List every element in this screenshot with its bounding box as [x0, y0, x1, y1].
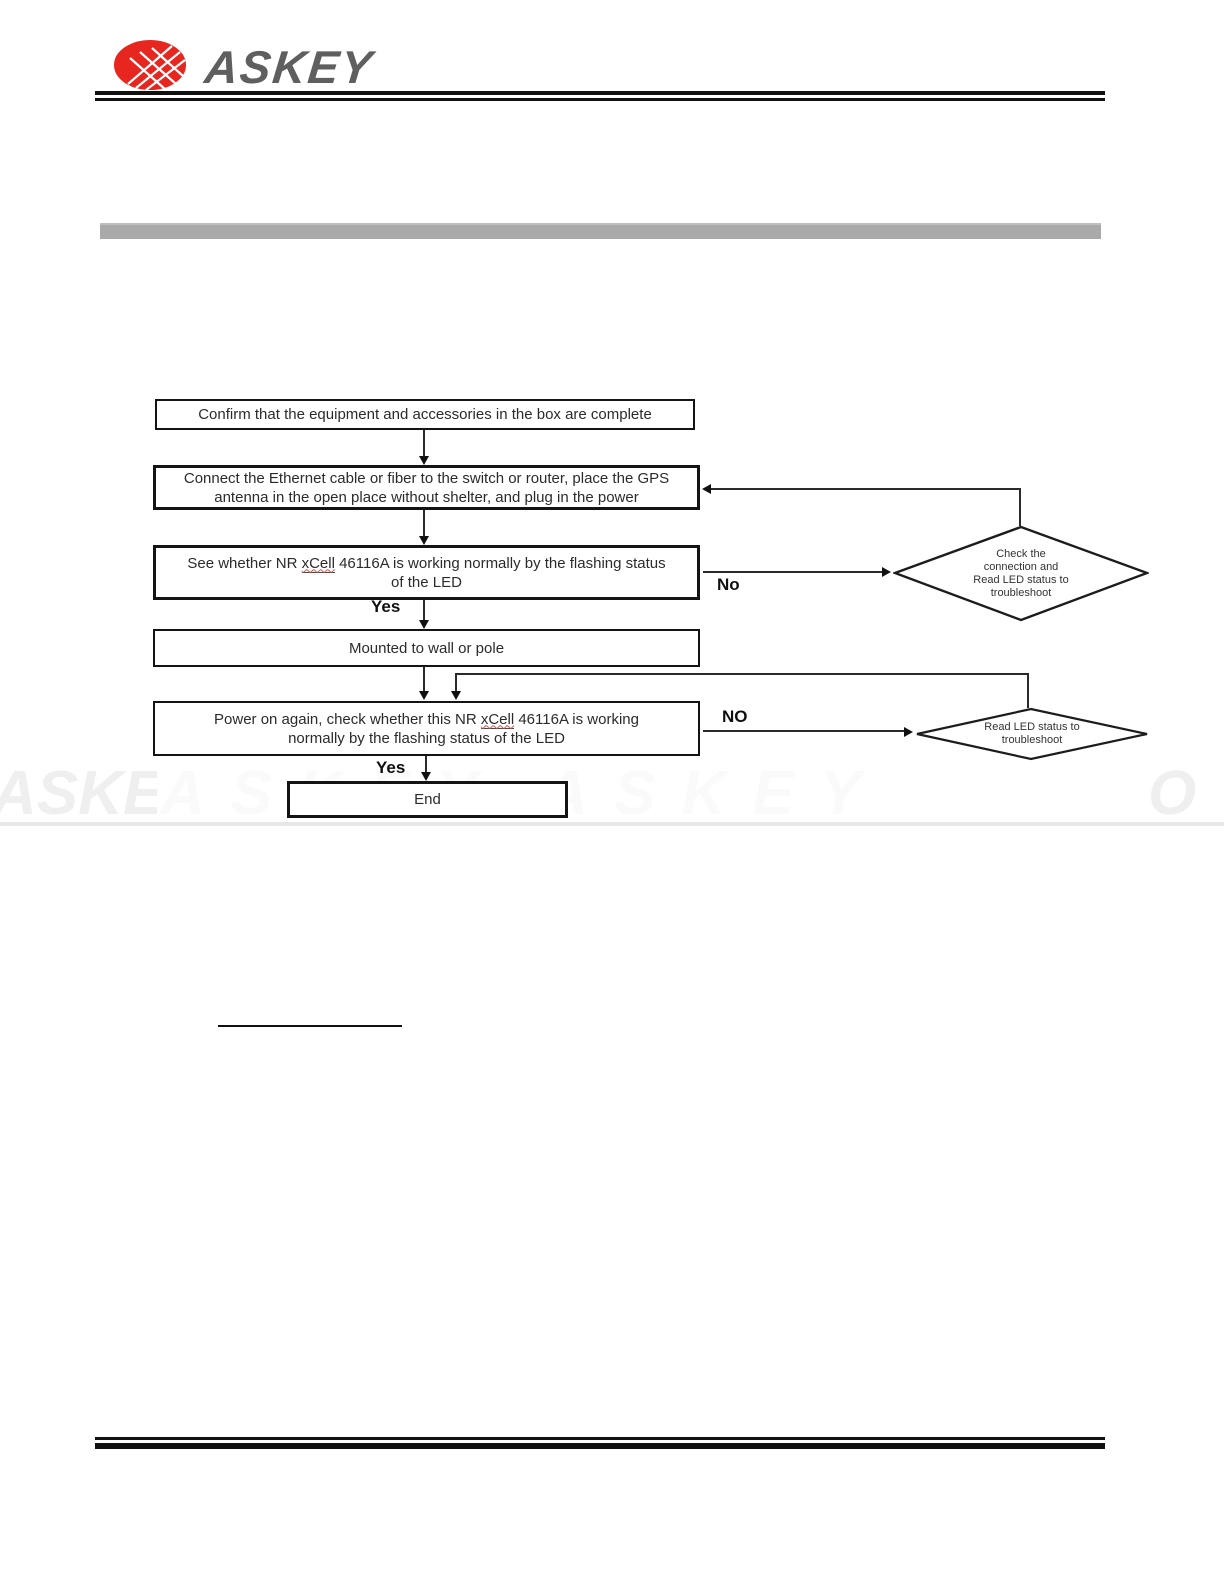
askey-globe-icon [110, 36, 200, 96]
flow-line-feedback1-v [1019, 488, 1021, 526]
decision-read-led-status: Read LED status to troubleshoot [915, 707, 1149, 761]
flow-box-power-on-check-label: Power on again, check whether this NR xC… [195, 710, 658, 748]
header-rule-thin [95, 98, 1105, 101]
check-led-text-term: xCell [301, 554, 335, 573]
footer-rule-thick [95, 1443, 1105, 1449]
label-yes-2: Yes [376, 758, 406, 777]
arrow-into-diamond2-icon [904, 727, 913, 737]
flow-line-no2 [703, 730, 906, 732]
arrow-into-box2-icon [419, 456, 429, 465]
arrow-into-box4-icon [419, 620, 429, 629]
flow-line-2 [423, 509, 425, 537]
flow-line-feedback2-h [455, 673, 1029, 675]
flow-box-check-led-status: See whether NR xCell 46116A is working n… [153, 545, 700, 600]
arrow-feedback2-into-box5-icon [451, 691, 461, 700]
flow-line-feedback2-v [1027, 673, 1029, 708]
header-rule-thick [95, 91, 1105, 95]
decision-check-connection-label: Check the connection and Read LED status… [973, 547, 1069, 599]
check-led-text-post: 46116A is working normally by the flashi… [334, 554, 666, 591]
check-led-text-pre: See whether NR [187, 554, 302, 572]
footer-rule-thin [95, 1437, 1105, 1440]
label-no-2: NO [722, 707, 748, 726]
flow-line-4 [423, 667, 425, 692]
flow-box-power-on-check: Power on again, check whether this NR xC… [153, 701, 700, 756]
flow-box-confirm-equipment-label: Confirm that the equipment and accessori… [198, 406, 652, 423]
arrow-into-diamond1-icon [882, 567, 891, 577]
flow-box-check-led-status-label: See whether NR xCell 46116A is working n… [184, 554, 669, 592]
power-on-text-pre: Power on again, check whether this NR [214, 710, 481, 728]
label-yes-1: Yes [371, 597, 401, 616]
page-underline [218, 1025, 402, 1027]
flow-line-feedback2-drop [455, 673, 457, 692]
arrow-into-box3-icon [419, 536, 429, 545]
decision-check-connection: Check the connection and Read LED status… [891, 525, 1151, 622]
arrow-feedback1-into-box2-icon [702, 484, 711, 494]
power-on-text-term: xCell [480, 710, 515, 729]
power-on-text-post: 46116A is working normally by the flashi… [288, 710, 639, 747]
flow-box-mount-wall-pole: Mounted to wall or pole [153, 629, 700, 667]
watermark-left-text: ASKE [0, 764, 157, 826]
flow-box-connect-cable-power: Connect the Ethernet cable or fiber to t… [153, 465, 700, 510]
flow-box-connect-cable-power-label: Connect the Ethernet cable or fiber to t… [183, 469, 670, 506]
watermark-underline [0, 822, 1224, 826]
decision-read-led-status-label: Read LED status to troubleshoot [984, 721, 1080, 746]
flow-box-confirm-equipment: Confirm that the equipment and accessori… [155, 399, 695, 430]
arrow-into-box5-icon [419, 691, 429, 700]
flow-line-feedback1-h [708, 488, 1021, 490]
watermark-right-text: O [1148, 764, 1197, 826]
flow-line-5 [425, 756, 427, 773]
section-divider-bar [100, 223, 1101, 239]
flow-box-mount-wall-pole-label: Mounted to wall or pole [348, 639, 505, 657]
askey-wordmark: ASKEY [202, 41, 377, 93]
flow-box-end: End [287, 781, 568, 818]
flow-line-no1 [703, 571, 884, 573]
flow-line-3 [423, 600, 425, 621]
flow-box-end-label: End [414, 791, 441, 808]
arrow-into-end-icon [421, 772, 431, 781]
flow-line-1 [423, 430, 425, 457]
label-no-1: No [717, 575, 740, 594]
